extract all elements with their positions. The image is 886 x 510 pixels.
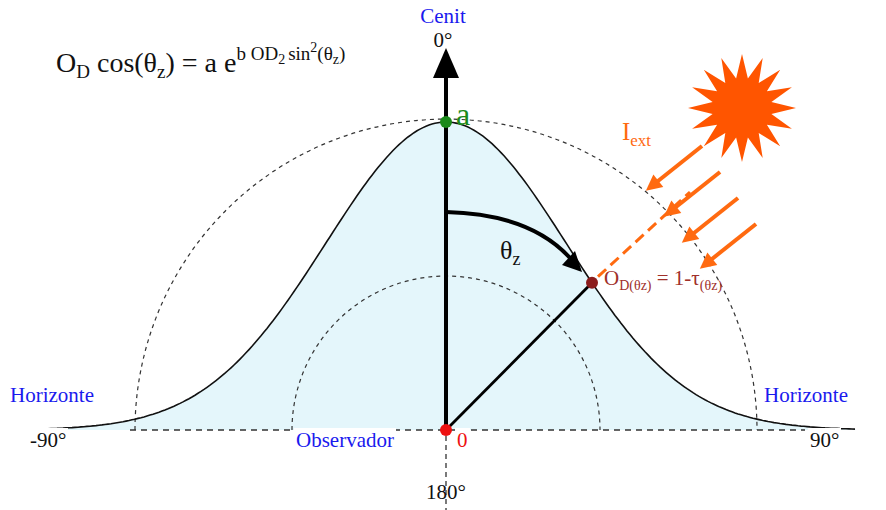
formula-part: O — [56, 47, 76, 78]
angle-arrowhead — [562, 251, 582, 272]
formula-part: ) — [339, 43, 345, 64]
origin-label-part: 0 — [457, 428, 468, 452]
peak-point — [440, 116, 452, 128]
formula-part: cos(θ — [90, 47, 157, 78]
origin-label: 0 — [455, 428, 470, 452]
angle-symbol: θz — [500, 236, 520, 269]
formula-part: z — [333, 52, 339, 67]
irradiance-label-part: I — [622, 118, 630, 145]
formula-part: 2 — [310, 40, 317, 55]
irradiance-arrowhead — [682, 226, 699, 242]
formula-part: D — [76, 61, 90, 82]
formula-part: ) = a e — [165, 47, 236, 78]
parameter-label-part: a — [456, 96, 470, 132]
observer-label: Observador — [294, 428, 396, 452]
angle-label-part: 0° — [434, 28, 453, 52]
angle-label-part: -90° — [30, 428, 66, 452]
optical-depth-label-part: O — [604, 266, 619, 290]
irradiance-label: Iext — [622, 118, 651, 150]
zenith-label: Cenit — [420, 4, 466, 28]
optical-depth-label-part: = 1-τ — [652, 266, 700, 290]
parameter-label: a — [456, 96, 470, 133]
angle-label-part: 180° — [426, 480, 466, 504]
formula-part: sin — [288, 43, 310, 64]
irradiance-arrow — [655, 146, 702, 183]
formula: OD cos(θz) = a eb OD2sin2(θz) — [56, 40, 345, 83]
formula-part: b O — [236, 43, 264, 64]
irradiance-label-part: ext — [630, 131, 651, 150]
optical-depth-label: OD(θz) = 1-τ(θz) — [604, 266, 722, 294]
angle-label: 90° — [808, 428, 841, 452]
irradiance-arrow — [673, 172, 720, 209]
angle-symbol-part: z — [512, 249, 520, 269]
irradiance-arrowhead — [700, 252, 717, 268]
zenith-axis — [444, 76, 448, 430]
horizon-label-part: Horizonte — [10, 383, 94, 407]
zenith-label-part: Cenit — [420, 4, 466, 28]
angle-label-part: 90° — [810, 428, 839, 452]
observer-label-part: Observador — [296, 428, 394, 452]
horizon-label-part: Horizonte — [764, 383, 848, 407]
irradiance-arrow — [691, 198, 738, 235]
sun-symbol — [688, 54, 796, 162]
optical-depth-label-part: (θz) — [700, 278, 722, 293]
formula-part: D — [264, 43, 278, 64]
angle-label: 180° — [426, 480, 466, 504]
angle-label: 0° — [434, 28, 453, 52]
irradiance-arrows — [646, 146, 756, 269]
horizon-label: Horizonte — [10, 383, 94, 407]
horizon-label: Horizonte — [764, 383, 848, 407]
bell-curve — [30, 122, 855, 429]
angle-symbol-part: θ — [500, 236, 512, 265]
irradiance-arrowhead — [664, 200, 681, 216]
sight-line — [446, 283, 592, 430]
formula-part: z — [157, 61, 165, 82]
formula-part: (θ — [317, 43, 332, 64]
observer-point — [440, 424, 452, 436]
formula-part: 2 — [278, 52, 285, 67]
bell-area — [30, 122, 856, 430]
optical-depth-label-part: D(θz) — [619, 278, 651, 293]
irradiance-arrow — [709, 224, 756, 261]
zenith-arrowhead — [433, 48, 459, 78]
curve-point — [586, 277, 598, 289]
angle-label: -90° — [28, 428, 68, 452]
irradiance-arrowhead — [646, 174, 663, 190]
